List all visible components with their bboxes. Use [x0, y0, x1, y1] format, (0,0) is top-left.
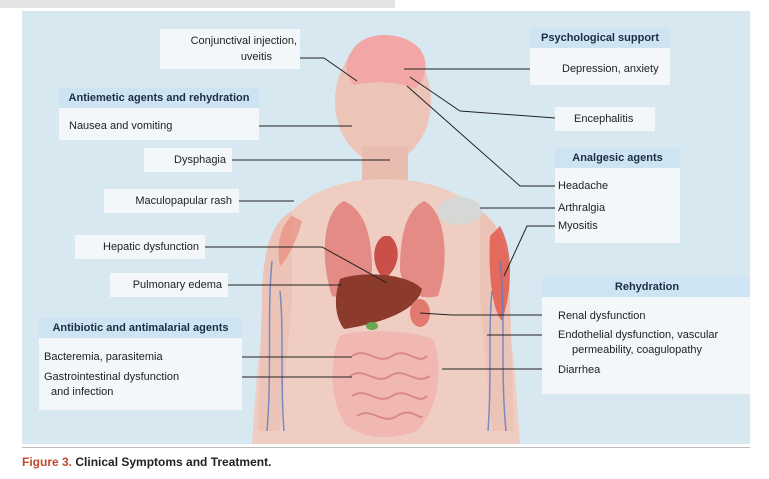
analgesic-header: Analgesic agents [555, 148, 680, 168]
figure-panel: Psychological support Antiemetic agents … [22, 11, 750, 444]
psych-header: Psychological support [530, 28, 670, 48]
endothelial-label-2: permeability, coagulopathy [572, 343, 702, 357]
shoulder-joint [438, 197, 482, 225]
rehydration-header: Rehydration [542, 277, 750, 297]
myositis-label: Myositis [558, 219, 598, 233]
gallbladder [366, 322, 378, 330]
conjunctival-label-2: uveitis [162, 50, 272, 64]
antiemetic-header: Antiemetic agents and rehydration [59, 88, 259, 108]
figure-title: Clinical Symptoms and Treatment. [75, 455, 271, 469]
renal-label: Renal dysfunction [558, 309, 645, 323]
intestines [332, 331, 438, 437]
psych-box: Psychological support [530, 28, 670, 85]
pulmonary-label: Pulmonary edema [110, 278, 222, 292]
figure-number: Figure 3. [22, 455, 72, 469]
nausea-label: Nausea and vomiting [69, 119, 172, 133]
diarrhea-label: Diarrhea [558, 363, 600, 377]
encephalitis-label: Encephalitis [574, 112, 633, 126]
gastro-label-1: Gastrointestinal dysfunction [44, 370, 179, 384]
arthralgia-label: Arthralgia [558, 201, 605, 215]
depression-label: Depression, anxiety [562, 62, 659, 76]
brain [346, 35, 425, 89]
conjunctival-label-1: Conjunctival injection, [162, 34, 297, 48]
caption-divider [22, 447, 750, 448]
bacteremia-label: Bacteremia, parasitemia [44, 350, 163, 364]
top-bar [0, 0, 769, 11]
dysphagia-label: Dysphagia [144, 153, 226, 167]
antibiotic-header: Antibiotic and antimalarial agents [39, 318, 242, 338]
rash-label: Maculopapular rash [104, 194, 232, 208]
hepatic-label: Hepatic dysfunction [75, 240, 199, 254]
endothelial-label-1: Endothelial dysfunction, vascular [558, 328, 718, 342]
top-bar-shade [0, 0, 395, 8]
figure-caption: Figure 3. Clinical Symptoms and Treatmen… [22, 455, 271, 469]
gastro-label-2: and infection [51, 385, 113, 399]
headache-label: Headache [558, 179, 608, 193]
